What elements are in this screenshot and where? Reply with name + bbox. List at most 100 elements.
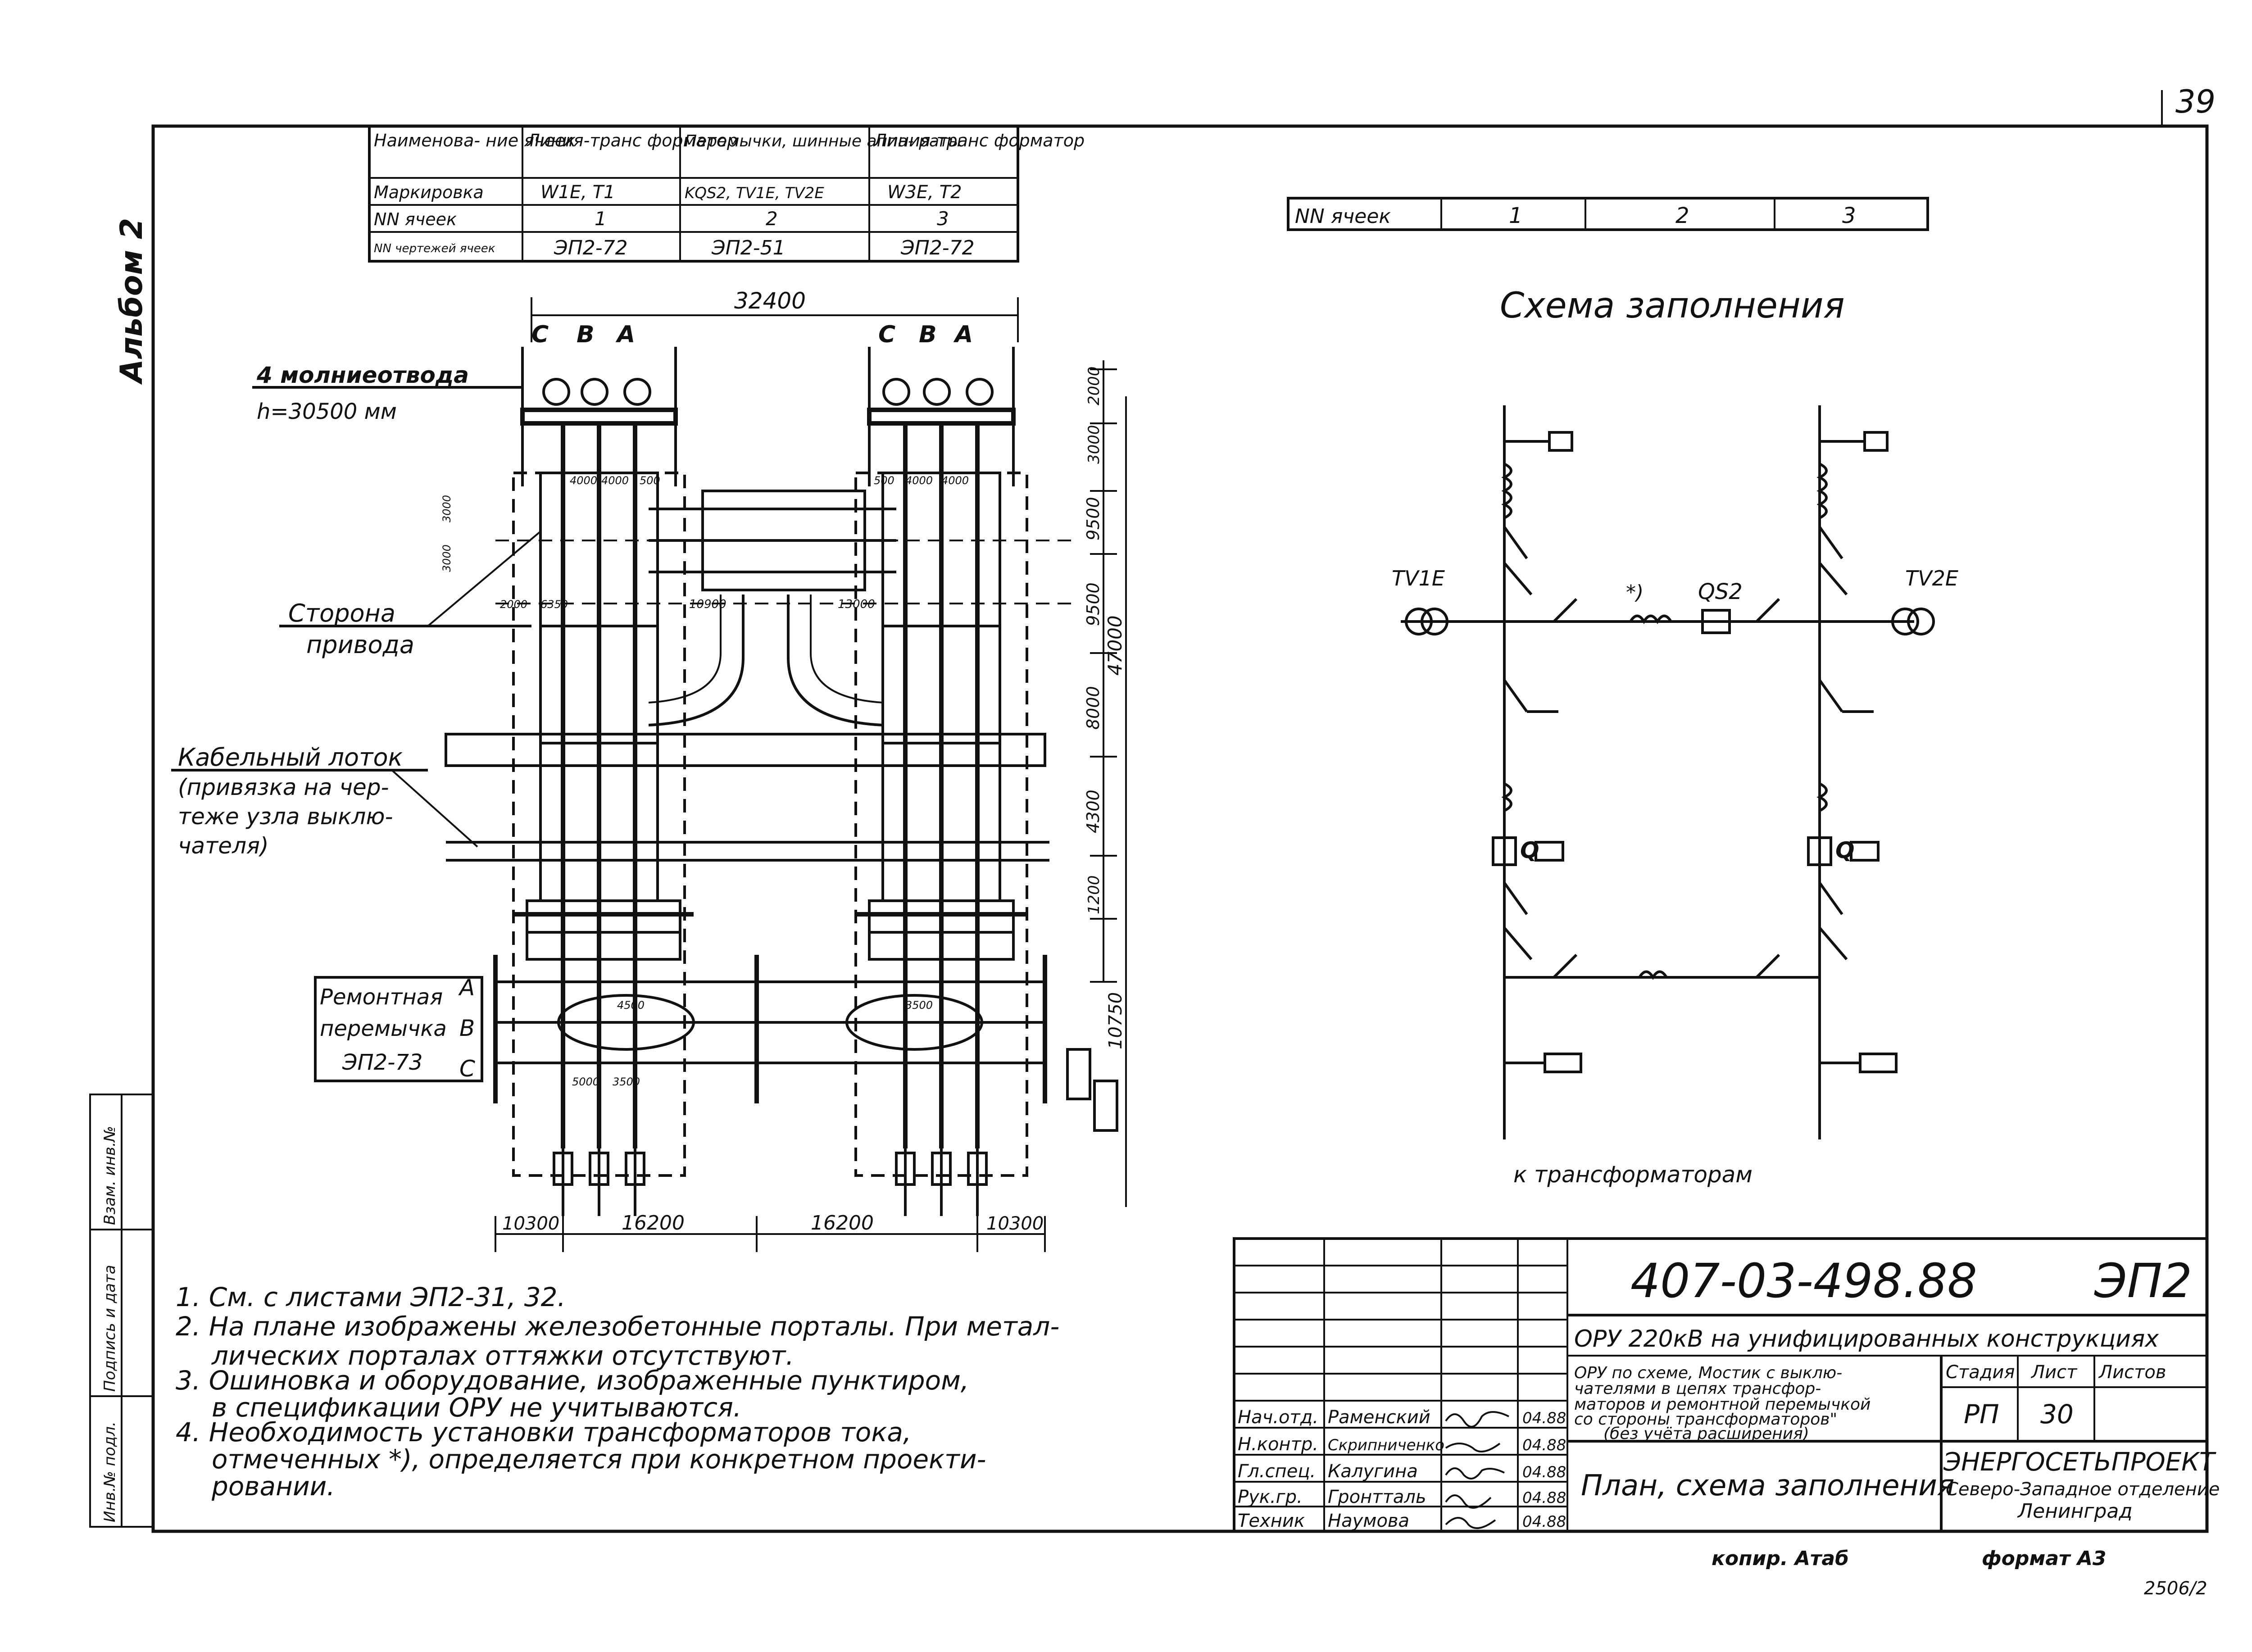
plan-cable-tray-4: чателя) [178, 833, 269, 859]
signer-role-4: Рук.гр. [1238, 1487, 1303, 1507]
plan-dim-inner-12: 13000 [838, 598, 875, 611]
plan-dim-right-5: 47000 [1104, 615, 1126, 676]
plan-dim-inner-8: 3000 [440, 495, 453, 522]
subtitle-3: маторов и ремонтной перемычкой [1574, 1395, 1871, 1414]
cells-row0-c3: W3E, T2 [887, 182, 962, 203]
plan-dim-bottom-4: 10300 [986, 1213, 1044, 1234]
note-4b: отмеченных *), определяется при конкретн… [212, 1444, 986, 1475]
sheet-frame [151, 124, 2209, 1533]
plan-repair-3: ЭП2-73 [342, 1050, 423, 1075]
signer-name-3: Калугина [1328, 1461, 1418, 1482]
plan-dim-inner-15: 5000 [572, 1076, 599, 1088]
signer-date-3: 04.88 [1522, 1463, 1566, 1481]
sheet-code: ЭП2 [2094, 1253, 2192, 1308]
plan-cable-tray-1: Кабельный лоток [178, 743, 403, 772]
plan-drive-side-1: Сторона [288, 599, 395, 627]
subtitle-4: со стороны трансформаторов" [1574, 1410, 1837, 1429]
cells-table: Наименова- ние ячеек Линия-транс формато… [368, 125, 1085, 263]
cells-row2-c2: ЭП2-51 [711, 236, 785, 259]
subtitle-5: (без учёта расширения) [1603, 1425, 1809, 1443]
signer-date-1: 04.88 [1522, 1409, 1566, 1427]
signer-role-3: Гл.спец. [1238, 1461, 1316, 1482]
scheme-star-note: *) [1626, 581, 1644, 604]
plan-dim-inner-6: 4000 [941, 474, 969, 487]
project-title: ОРУ 220кВ на унифицированных конструкция… [1574, 1325, 2159, 1352]
plan-phase-right-c: C [878, 321, 895, 348]
plan-dim-right-6: 8000 [1083, 686, 1103, 730]
side-stamp: Инв.№ подл. Подпись и дата Взам. инв.№ [89, 1094, 154, 1528]
copied-label: копир. Атаб [1712, 1547, 1849, 1570]
single-line-scheme: Схема заполнения TV1E TV2E QS2 *) [1392, 286, 1958, 1188]
plan-repair-2: перемычка [320, 1016, 447, 1041]
stamp-inv-label: Инв.№ подл. [101, 1421, 119, 1522]
scheme-table: NN ячеек 1 2 3 [1287, 197, 1929, 231]
stamp-sign-label: Подпись и дата [101, 1265, 119, 1392]
plan-drive-side-2: привода [306, 631, 414, 659]
signer-name-2: Скрипниченко [1328, 1436, 1444, 1454]
inventory-code: 2506/2 [2144, 1578, 2207, 1599]
scheme-table-cell-1: 1 [1509, 203, 1523, 228]
sheet-number: 39 [2175, 83, 2216, 120]
scheme-q-right: Q [1835, 837, 1855, 863]
scheme-table-label: NN ячеек [1295, 205, 1391, 228]
signature-scribble-3 [1445, 1467, 1505, 1480]
note-3b: в спецификации ОРУ не учитываются. [212, 1392, 741, 1423]
note-2b: лических порталах оттяжки отсутствуют. [211, 1340, 794, 1371]
cells-row0-label: Маркировка [374, 182, 484, 202]
signer-role-2: Н.контр. [1238, 1434, 1318, 1455]
scheme-tv-left: TV1E [1392, 566, 1445, 590]
plan-repair-phase-b: B [459, 1015, 475, 1041]
org-name: ЭНЕРГОСЕТЬПРОЕКТ [1943, 1448, 2216, 1477]
plan-cable-tray-3: теже узла выклю- [178, 803, 393, 830]
notes: 1. См. с листами ЭП2-31, 32. 2. На плане… [176, 1282, 1059, 1502]
plan-lightning-note-1: 4 молниеотвода [256, 362, 469, 388]
plan-dim-right-4: 9500 [1083, 582, 1103, 626]
signer-date-5: 04.88 [1522, 1513, 1566, 1531]
signer-role-1: Нач.отд. [1238, 1407, 1318, 1428]
plan-repair-phase-c: C [459, 1056, 475, 1082]
sheet-head: Лист [2030, 1362, 2078, 1383]
cells-row1-c1: 1 [595, 208, 607, 230]
scheme-title: Схема заполнения [1500, 286, 1845, 326]
plan-dim-bottom-3: 16200 [811, 1212, 874, 1234]
plan-dim-inner-2: 4000 [601, 474, 629, 487]
sheet-title: План, схема заполнения [1581, 1469, 1954, 1502]
signature-scribble-2 [1445, 1443, 1501, 1452]
plan-phase-left-b: B [577, 321, 595, 348]
signer-name-5: Наумова [1328, 1511, 1409, 1531]
cells-row1-c3: 3 [937, 208, 949, 230]
plan-dim-inner-9: 2000 [500, 598, 527, 611]
plan-dim-inner-4: 500 [874, 474, 894, 487]
plan-repair-1: Ремонтная [320, 985, 443, 1010]
plan-dim-inner-14: 3500 [905, 999, 933, 1012]
signature-scribble-4 [1445, 1494, 1492, 1509]
scheme-qs2: QS2 [1698, 579, 1743, 604]
plan-dim-right-7: 4300 [1083, 790, 1103, 833]
cells-row1-c2: 2 [766, 208, 778, 230]
plan-repair-phase-a: A [458, 975, 475, 1001]
plan-dim-bottom-2: 16200 [622, 1212, 685, 1234]
plan-dim-right-1: 2000 [1085, 366, 1103, 405]
plan-dim-inner-7: 3000 [440, 545, 453, 572]
stage-head: Стадия [1946, 1362, 2015, 1383]
cells-row2-label: NN чертежей ячеек [374, 242, 495, 255]
subtitle-1: ОРУ по схеме, Мостик с выклю- [1574, 1364, 1842, 1382]
plan-dim-right-3: 9500 [1083, 497, 1103, 540]
cells-row2-c1: ЭП2-72 [554, 236, 628, 259]
cells-row0-c1: W1E, T1 [540, 182, 615, 203]
plan-cable-tray-2: (привязка на чер- [178, 774, 389, 800]
signer-name-4: Гронтталь [1328, 1487, 1426, 1507]
sheets-head: Листов [2098, 1362, 2166, 1383]
plan-dim-inner-16: 3500 [613, 1076, 640, 1088]
scheme-table-cell-2: 2 [1675, 203, 1689, 228]
note-4c: ровании. [211, 1471, 335, 1502]
plan-phase-left-c: C [531, 321, 549, 348]
plan-phase-right-a: A [953, 321, 973, 348]
signature-scribble-5 [1445, 1517, 1496, 1529]
plan-dim-right-9: 10750 [1105, 992, 1126, 1049]
note-2: 2. На плане изображены железобетонные по… [176, 1311, 1059, 1342]
plan-phase-left-a: A [615, 321, 635, 348]
note-4: 4. Необходимость установки трансформатор… [176, 1417, 911, 1448]
cells-row0-c2: KQS2, TV1E, TV2E [685, 184, 824, 202]
